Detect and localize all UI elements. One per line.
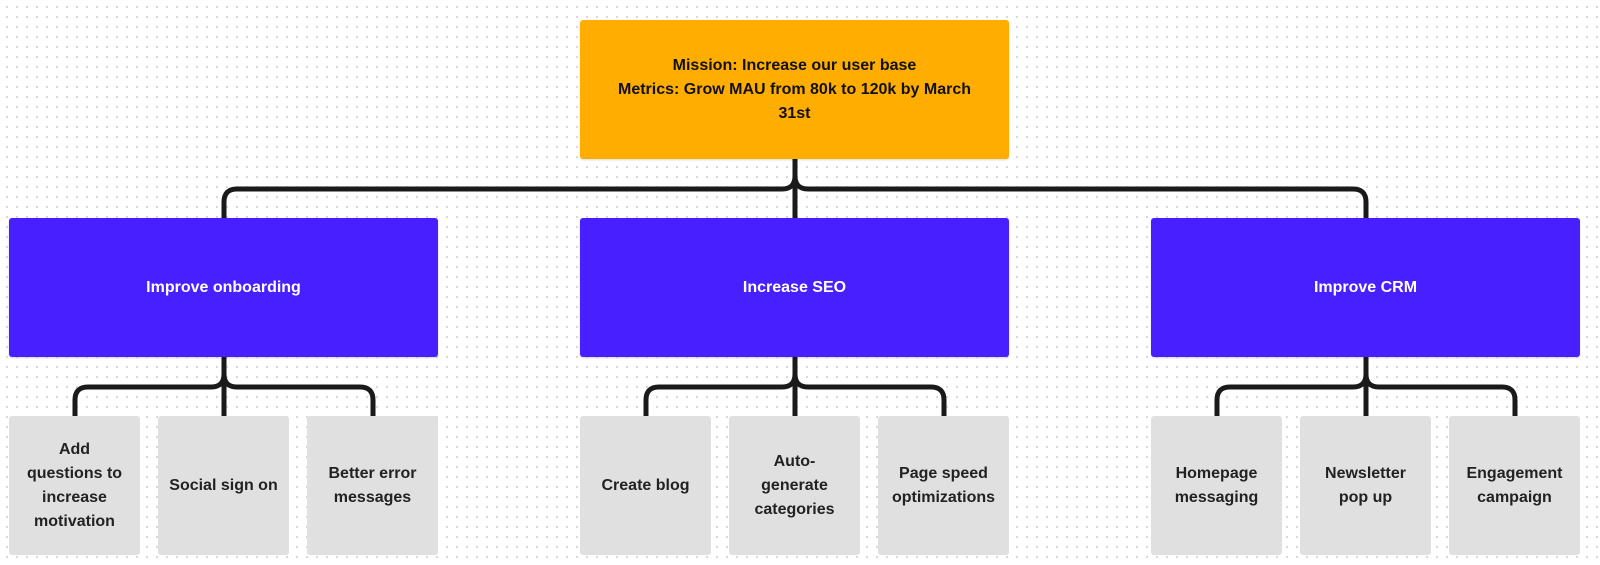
task-node-social-sign-on[interactable]: Social sign on (158, 416, 289, 555)
task-label: Auto- generate categories (754, 452, 835, 518)
task-label: Engagement campaign (1466, 464, 1563, 506)
goal-label: Improve onboarding (146, 278, 301, 296)
mission-text: Mission: Increase our user base Metrics:… (618, 56, 971, 122)
connector-mission-stem (792, 156, 1369, 221)
task-node-page-speed-optimizations[interactable]: Page speed optimizations (878, 416, 1009, 555)
task-label: Better error messages (328, 464, 417, 506)
mission-node[interactable]: Mission: Increase our user base Metrics:… (580, 20, 1009, 159)
task-node-newsletter-pop-up[interactable]: Newsletter pop up (1300, 416, 1431, 555)
connector-mission-left (221, 173, 798, 221)
connector-goal-3-left (1214, 371, 1369, 419)
task-label: Create blog (601, 476, 690, 494)
task-node-auto-generate-categories[interactable]: Auto- generate categories (729, 416, 860, 555)
task-node-homepage-messaging[interactable]: Homepage messaging (1151, 416, 1282, 555)
task-label: Homepage messaging (1174, 464, 1259, 506)
goal-label: Increase SEO (742, 278, 847, 296)
task-label: Add questions to increase motivation (26, 440, 123, 530)
connector-goal-1-left (72, 371, 227, 419)
connector-goal-2-right (792, 354, 947, 419)
connector-goal-2-left (643, 371, 798, 419)
goal-node-improve-onboarding[interactable]: Improve onboarding (9, 218, 438, 357)
connector-goal-3-right (1363, 354, 1518, 419)
task-node-better-error-messages[interactable]: Better error messages (307, 416, 438, 555)
connector-goal-1-right (221, 354, 376, 419)
task-label: Newsletter pop up (1325, 464, 1406, 506)
task-label: Page speed optimizations (891, 464, 996, 506)
goal-label: Improve CRM (1313, 278, 1418, 296)
task-label: Social sign on (169, 476, 278, 494)
goal-node-increase-seo[interactable]: Increase SEO (580, 218, 1009, 357)
task-node-engagement-campaign[interactable]: Engagement campaign (1449, 416, 1580, 555)
task-node-create-blog[interactable]: Create blog (580, 416, 711, 555)
goal-node-improve-crm[interactable]: Improve CRM (1151, 218, 1580, 357)
task-node-add-questions[interactable]: Add questions to increase motivation (9, 416, 140, 555)
